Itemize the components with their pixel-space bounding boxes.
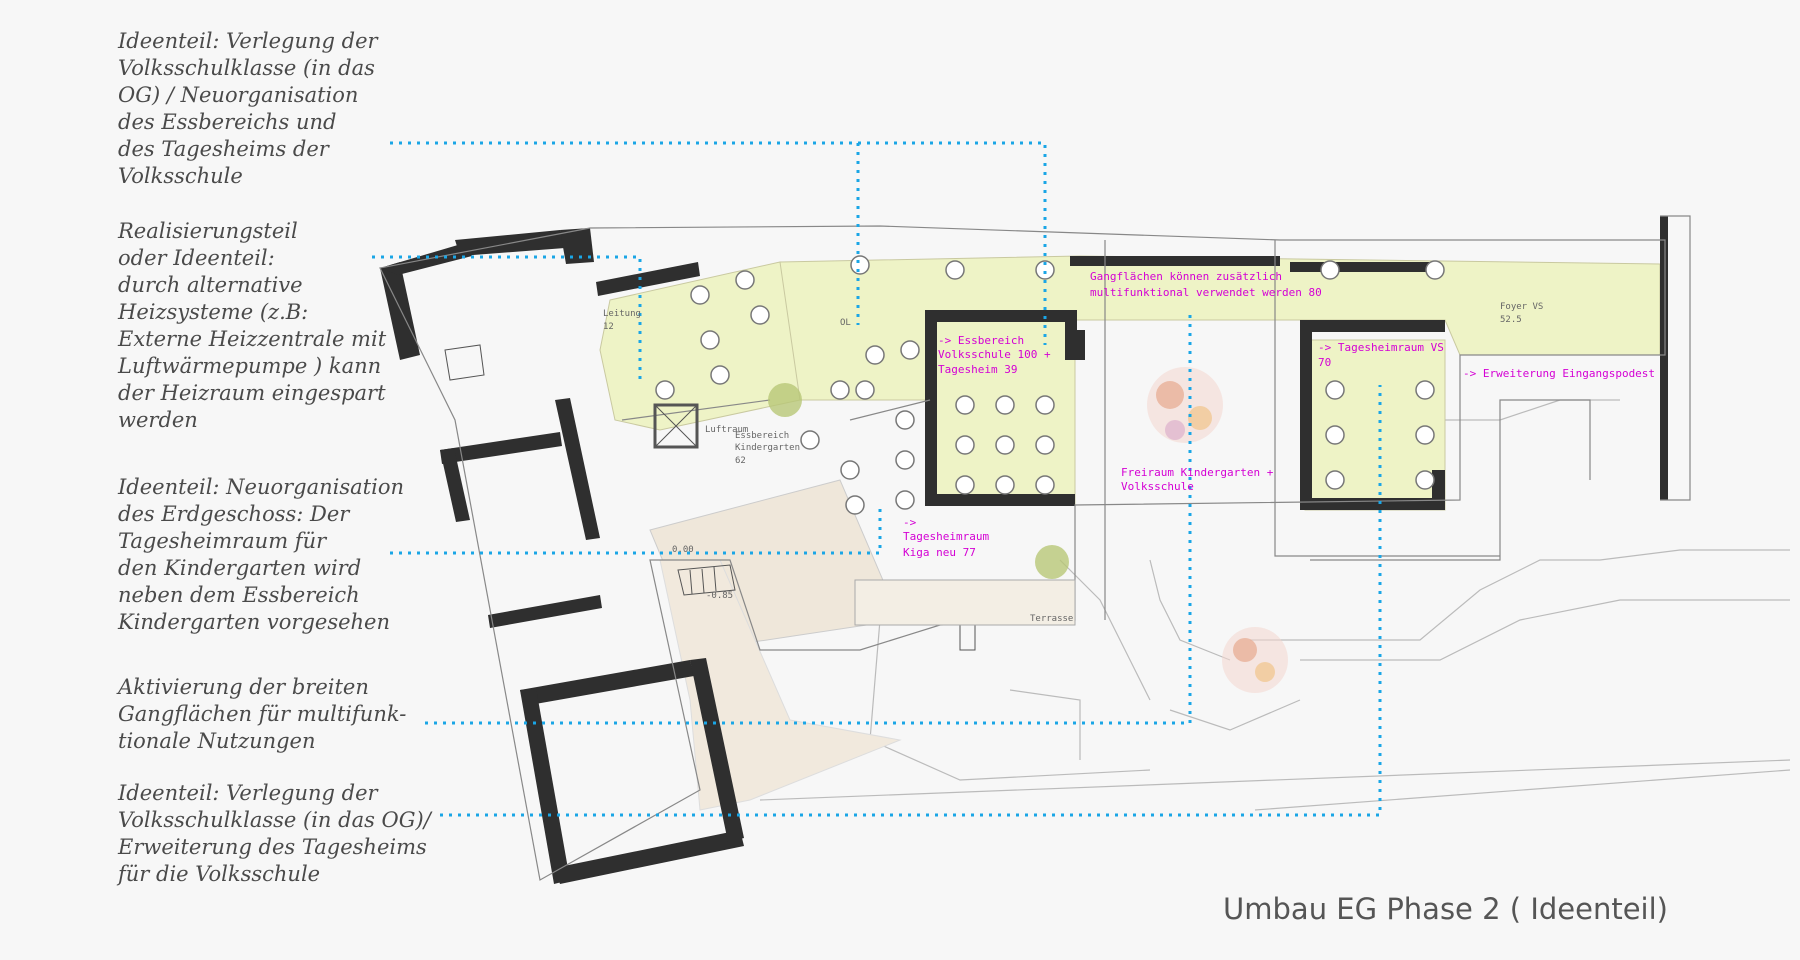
label-foyer-2: 52.5 [1500,315,1522,325]
label-essbereich-kiga-3: 62 [735,456,746,466]
label-luftraum: Luftraum [705,425,748,435]
label-essbereich-2: Volksschule 100 + [938,348,1051,361]
label-leitung-2: 12 [603,322,614,332]
label-essbereich-kiga-2: Kindergarten [735,443,800,453]
tables [655,255,1445,515]
label-foyer: Foyer VS [1500,302,1543,312]
trees [768,367,1288,693]
paving-area [649,479,902,811]
label-freiraum: Freiraum Kindergarten + [1121,466,1274,479]
annotation-gangflaechen: Aktivierung der breiten Gangflächen für … [118,675,407,753]
annotation-heizsysteme: Realisierungsteil oder Ideenteil: durch … [118,219,387,432]
label-tagesheimraum-vs-2: 70 [1318,356,1331,369]
label-essbereich-3: Tagesheim 39 [938,363,1017,376]
label-tagesheimraum-vs: -> Tagesheimraum VS [1318,341,1444,354]
terrace [854,579,1076,626]
label-tagesheim-kiga-3: Kiga neu 77 [903,546,976,559]
label-tagesheim-kiga-2: Tagesheimraum [903,530,989,543]
label-ol: OL [840,318,851,328]
label-gangflaechen-2: multifunktional verwendet werden 80 [1090,286,1322,299]
label-essbereich-kiga: Essbereich [735,431,789,441]
leader-lines [372,141,1382,817]
annotation-tagesheim-erweiterung: Ideenteil: Verlegung der Volksschulklass… [118,781,431,886]
label-gangflaechen: Gangflächen können zusätzlich [1090,270,1282,283]
label-level-0: 0.00 [672,545,694,555]
terrain-lines [759,399,1791,811]
label-essbereich: -> Essbereich [938,334,1024,347]
page-caption: Umbau EG Phase 2 ( Ideenteil) [1223,892,1668,926]
annotation-volksschulklasse: Ideenteil: Verlegung der Volksschulklass… [118,29,378,188]
label-freiraum-2: Volksschule [1121,480,1194,493]
stairs [444,344,976,651]
label-tagesheim-kiga: -> [903,516,917,529]
label-level-085: -0.85 [706,591,733,601]
label-terrasse: Terrasse [1030,614,1073,624]
label-erweiterung: -> Erweiterung Eingangspodest [1463,367,1655,380]
label-leitung: Leitung [603,309,641,319]
annotation-neuorganisation-eg: Ideenteil: Neuorganisation des Erdgescho… [118,475,405,634]
